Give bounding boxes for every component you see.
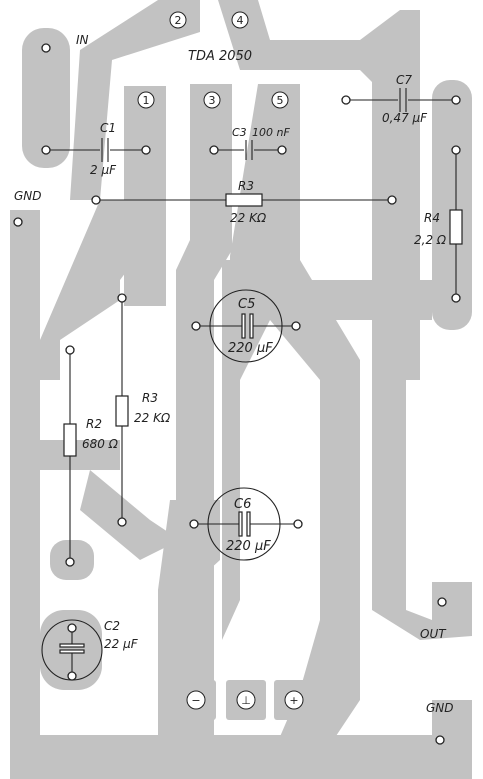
r2-value: 680 Ω [82, 437, 119, 451]
pin-2-label: 2 [175, 14, 182, 27]
c7-value: 0,47 µF [382, 111, 428, 125]
pin-5-label: 5 [277, 94, 284, 107]
pin-1-label: 1 [143, 94, 150, 107]
supply-minus-label: − [191, 694, 200, 707]
c2-name: C2 [104, 619, 120, 633]
c6-name: C6 [234, 497, 251, 512]
c3-name: C3 [232, 126, 247, 139]
supply-plus-label: + [289, 694, 298, 707]
pin-3-label: 3 [209, 94, 216, 107]
in-label: IN [76, 33, 89, 47]
supply-ground-label: ⊥ [241, 694, 251, 707]
r3-horizontal-value: 22 KΩ [230, 211, 267, 225]
r3-vertical-value: 22 KΩ [134, 411, 171, 425]
pin-4-label: 4 [237, 14, 244, 27]
r3-horizontal-name: R3 [238, 179, 254, 193]
ic-label: TDA 2050 [188, 49, 252, 64]
gnd-left-label: GND [14, 189, 42, 203]
gnd-bottom-label: GND [426, 701, 454, 715]
r2-name: R2 [86, 417, 102, 431]
r4-value: 2,2 Ω [414, 233, 447, 247]
c2-value: 22 µF [104, 637, 139, 651]
out-label: OUT [420, 627, 447, 641]
c5-value: 220 µF [228, 341, 273, 356]
r4-name: R4 [424, 211, 440, 225]
component-wires [41, 88, 463, 681]
ic-pins: 2 4 1 3 5 [137, 11, 289, 109]
copper-layer [10, 0, 472, 779]
text-labels: IN TDA 2050 GND GND OUT C1 2 µF C3 100 n… [14, 33, 454, 715]
c1-value: 2 µF [90, 163, 117, 177]
r3-vertical-name: R3 [142, 391, 158, 405]
supply-pads: − ⊥ + [186, 690, 304, 710]
pads [13, 43, 461, 745]
c1-name: C1 [100, 121, 116, 135]
c5-name: C5 [238, 297, 255, 312]
c6-value: 220 µF [226, 539, 271, 554]
c7-name: C7 [396, 73, 412, 87]
c3-value: 100 nF [252, 126, 290, 139]
